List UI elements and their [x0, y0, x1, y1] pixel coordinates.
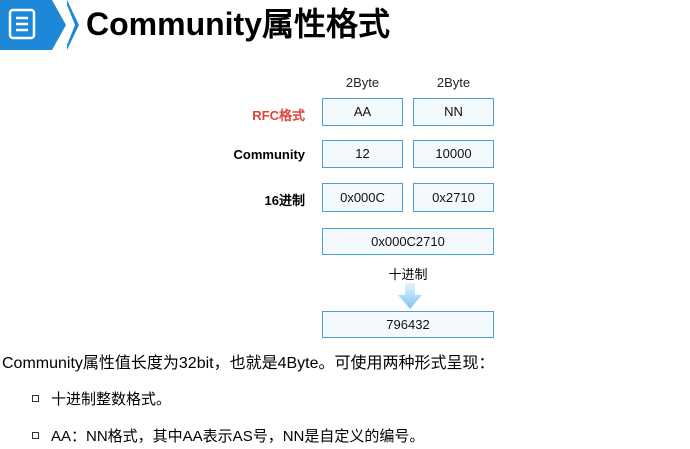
document-list-icon: [8, 8, 36, 40]
cell-community-aa: 12: [322, 140, 403, 168]
cell-hex-aa: 0x000C: [322, 183, 403, 212]
row-label-community: Community: [233, 147, 306, 162]
cell-combined-hex: 0x000C2710: [322, 228, 494, 255]
square-bullet-icon: [32, 431, 39, 439]
column-header-nn: 2Byte: [436, 75, 471, 90]
cell-community-nn: 10000: [413, 140, 494, 168]
body-paragraph: Community属性值长度为32bit，也就是4Byte。可使用两种形式呈现：: [2, 355, 495, 372]
down-arrow-icon: [398, 283, 422, 309]
column-header-aa: 2Byte: [345, 75, 380, 90]
cell-rfc-nn: NN: [413, 98, 494, 126]
bullet-text: 十进制整数格式。: [51, 391, 172, 408]
row-label-rfc: RFC格式: [252, 108, 305, 123]
header-icon-badge: [0, 0, 66, 50]
cell-hex-nn: 0x2710: [413, 183, 494, 212]
bullet-text: AA：NN格式，其中AA表示AS号，NN是自定义的编号。: [51, 428, 425, 445]
bullet-item: AA：NN格式，其中AA表示AS号，NN是自定义的编号。: [32, 425, 424, 446]
conversion-label: 十进制: [388, 267, 428, 282]
bullet-item: 十进制整数格式。: [32, 388, 171, 409]
cell-decimal-result: 796432: [322, 311, 494, 338]
header-chevron-decoration: [67, 0, 79, 50]
cell-rfc-aa: AA: [322, 98, 403, 126]
row-label-hex: 16进制: [264, 193, 305, 208]
page-title: Community属性格式: [86, 6, 391, 42]
square-bullet-icon: [32, 394, 39, 402]
